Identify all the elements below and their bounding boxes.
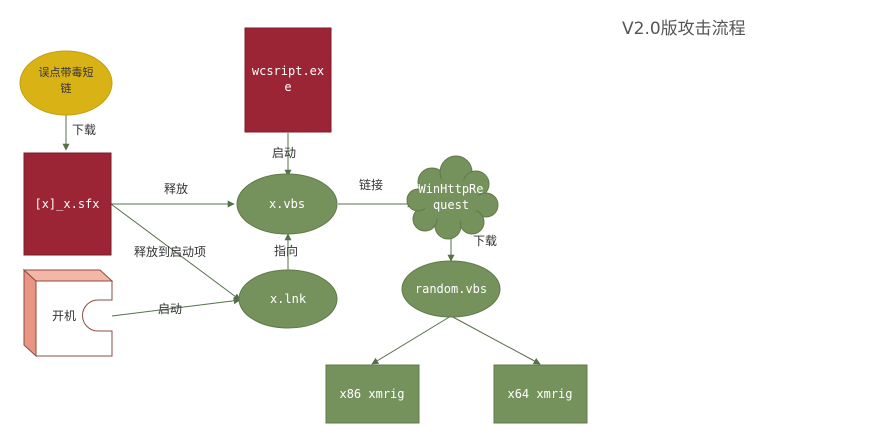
start-ellipse <box>19 50 113 116</box>
node-boot: 开机 <box>22 268 114 358</box>
edge-label-link: 链接 <box>359 177 383 192</box>
lnk-label: x.lnk <box>270 292 307 306</box>
boot-side-face <box>23 268 37 358</box>
start-label-line-1: 误点带毒短 <box>39 65 94 79</box>
x64-rect <box>493 364 588 424</box>
lnk-ellipse <box>238 269 338 329</box>
edge-boot-to-lnk <box>111 297 241 317</box>
edge-label-download-2: 下载 <box>473 234 497 248</box>
node-x64: x64 xmrig <box>493 364 588 424</box>
exe-rect <box>244 27 332 133</box>
cloud-shape <box>406 155 499 240</box>
boot-label: 开机 <box>52 309 76 323</box>
edge-label-point-to: 指向 <box>274 243 298 258</box>
edge-random-to-x64 <box>450 315 541 365</box>
node-vbs: x.vbs <box>236 173 338 235</box>
edge-label-launch-2: 启动 <box>158 302 182 316</box>
node-random: random.vbs <box>401 260 501 318</box>
cloud-label-line-1: WinHttpRe <box>418 182 483 196</box>
boot-front-face <box>35 280 113 357</box>
edge-label-download-1: 下载 <box>72 123 96 137</box>
start-label-line-2: 链 <box>61 81 72 95</box>
x64-label: x64 xmrig <box>507 387 572 401</box>
exe-label-line-1: wcsript.ex <box>252 64 324 78</box>
node-lnk: x.lnk <box>238 269 338 329</box>
sfx-rect <box>23 152 112 256</box>
node-sfx: [x]_x.sfx <box>23 152 112 256</box>
x86-label: x86 xmrig <box>339 387 404 401</box>
node-cloud: WinHttpRe quest <box>406 155 499 240</box>
node-exe: wcsript.ex e <box>244 27 332 133</box>
random-label: random.vbs <box>415 282 487 296</box>
diagram-title: V2.0版攻击流程 <box>622 19 746 39</box>
edge-random-to-x86 <box>371 315 452 365</box>
edge-label-release-to-startup: 释放到启动项 <box>134 244 206 259</box>
cloud-label-line-2: quest <box>433 198 469 212</box>
x86-rect <box>325 364 420 424</box>
edges <box>62 115 541 365</box>
sfx-label: [x]_x.sfx <box>34 197 99 211</box>
node-x86: x86 xmrig <box>325 364 420 424</box>
vbs-ellipse <box>236 173 338 235</box>
boot-top-face <box>22 269 114 282</box>
edge-sfx-to-lnk <box>110 203 241 301</box>
edge-label-launch-1: 启动 <box>272 146 296 160</box>
edge-label-release: 释放 <box>164 181 188 196</box>
node-start: 误点带毒短 链 <box>19 50 113 116</box>
exe-label-line-2: e <box>284 80 291 94</box>
random-ellipse <box>401 260 501 318</box>
vbs-label: x.vbs <box>269 197 305 211</box>
